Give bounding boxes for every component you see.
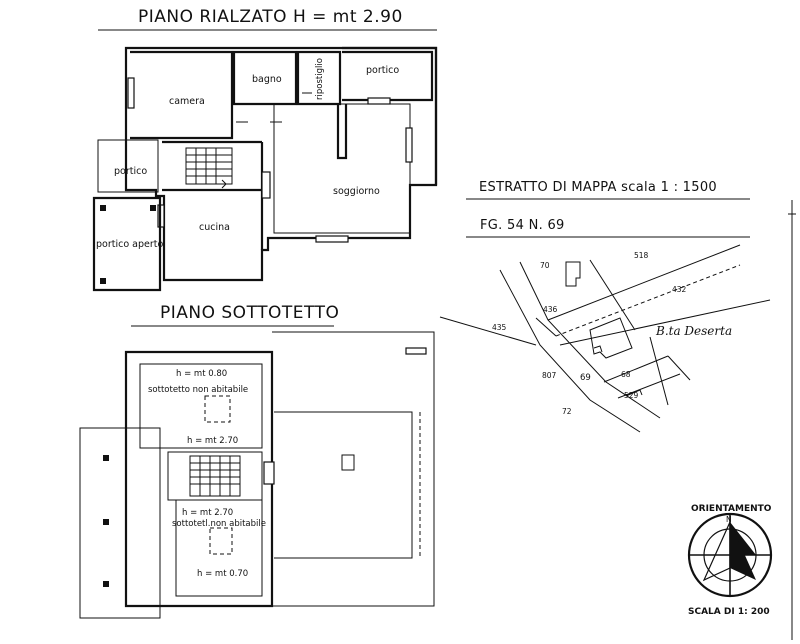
room-label-portico-left: portico [114, 166, 147, 177]
drawing-scale: SCALA DI 1: 200 [688, 607, 770, 617]
parcel-529: 529 [624, 391, 639, 400]
ground-floor-plan [92, 46, 438, 292]
room-label-cucina: cucina [199, 222, 230, 233]
parcel-436: 436 [543, 305, 558, 314]
orientation-title: ORIENTAMENTO [691, 504, 772, 514]
parcel-518: 518 [634, 251, 649, 260]
map-extract-sheet: FG. 54 N. 69 [480, 218, 565, 233]
map-extract-title: ESTRATTO DI MAPPA scala 1 : 1500 [479, 180, 717, 195]
parcel-68: 68 [621, 370, 631, 379]
cadastral-map [439, 244, 771, 433]
room-label-bagno: bagno [252, 74, 282, 85]
ground-floor-stairs [185, 147, 233, 189]
attic-label-h-top: h = mt 0.80 [176, 369, 227, 379]
attic-label-h-bottom: h = mt 0.70 [197, 569, 248, 579]
attic-label-h-mid-2: h = mt 2.70 [182, 508, 233, 518]
room-label-portico-top: portico [366, 65, 399, 76]
room-label-soggiorno: soggiorno [333, 186, 380, 197]
attic-floor-plan [79, 331, 435, 619]
attic-stairs [189, 455, 241, 497]
parcel-72: 72 [562, 407, 572, 416]
room-label-camera: camera [169, 96, 205, 107]
attic-label-h-mid-1: h = mt 2.70 [187, 436, 238, 446]
north-letter: N [726, 515, 732, 524]
attic-label-non-abitabile-2: sottotetl.non abitabile [172, 519, 266, 529]
room-label-portico-aperto: portico aperto [96, 239, 163, 250]
right-margin-line [788, 200, 796, 640]
north-arrow-icon [687, 512, 773, 598]
ground-floor-title: PIANO RIALZATO H = mt 2.90 [138, 7, 403, 27]
parcel-432: 432 [672, 285, 687, 294]
parcel-807: 807 [542, 371, 557, 380]
room-label-ripostiglio: ripostiglio [315, 58, 325, 100]
parcel-69: 69 [580, 373, 591, 383]
parcel-70: 70 [540, 261, 550, 270]
parcel-435: 435 [492, 323, 507, 332]
attic-floor-title: PIANO SOTTOTETTO [160, 303, 339, 323]
road-label: B.ta Deserta [655, 324, 732, 338]
attic-label-non-abitabile-1: sottotetto non abitabile [148, 385, 248, 395]
